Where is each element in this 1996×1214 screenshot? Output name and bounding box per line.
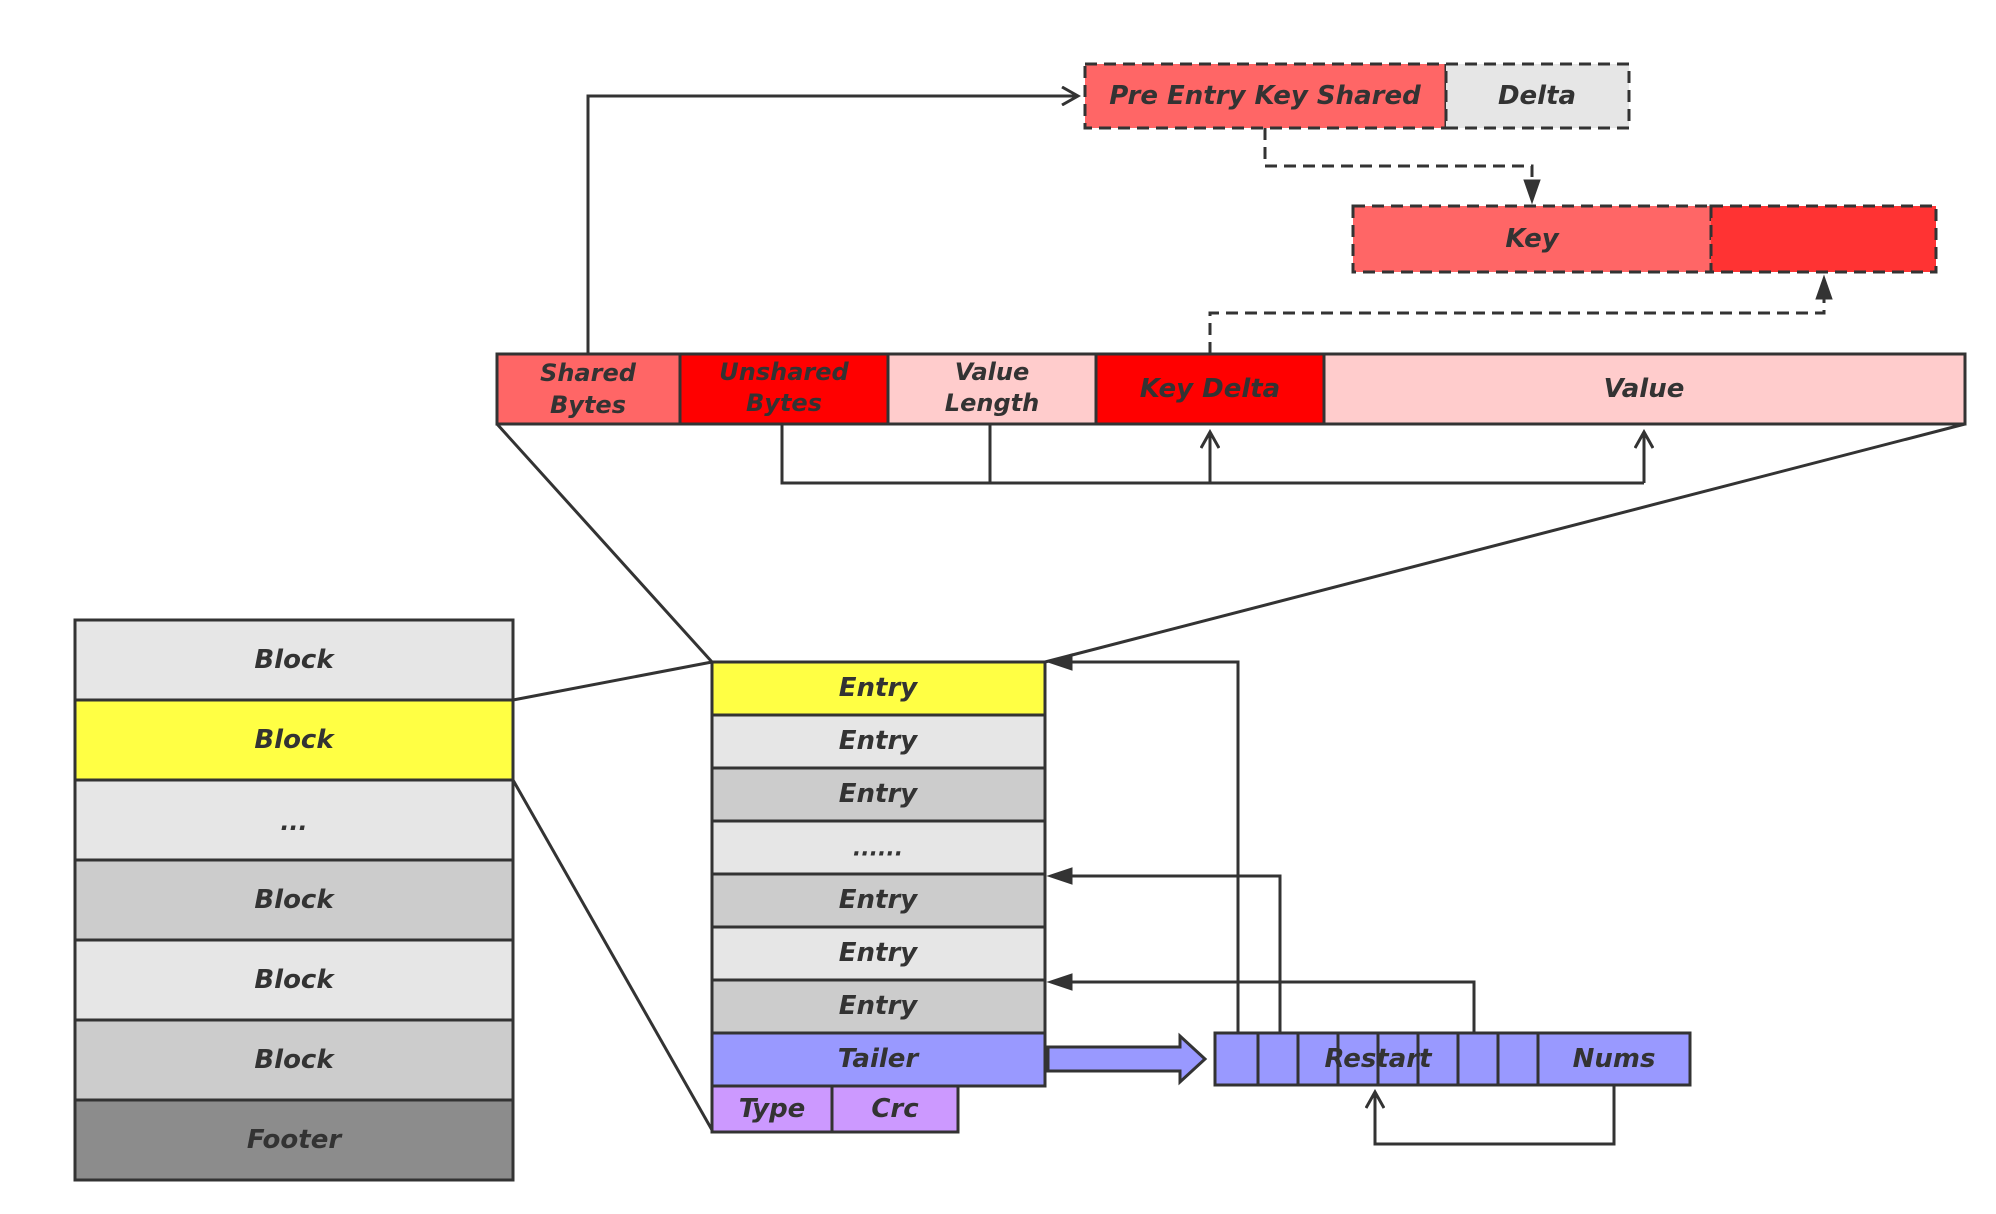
shared-bytes-label-line2: Bytes: [550, 391, 626, 419]
block-label: Block: [254, 725, 335, 755]
tailer-row: Tailer: [710, 1031, 1047, 1088]
entry-row: Entry: [710, 872, 1047, 929]
value-length-field: Value Length: [886, 352, 1098, 426]
sstable-block: Block: [73, 938, 515, 1022]
entry-label: Entry: [839, 885, 919, 915]
sstable-block: Block: [73, 1018, 515, 1102]
value-label: Value: [1604, 374, 1685, 404]
sstable-footer: Footer: [73, 1098, 515, 1182]
crc-label: Crc: [871, 1094, 919, 1124]
footer-label: Footer: [247, 1125, 344, 1155]
entry-row: Entry: [710, 925, 1047, 982]
tailer-label: Tailer: [838, 1044, 921, 1074]
entry-label: Entry: [839, 673, 919, 703]
restart-array: Restart Nums: [1213, 1031, 1692, 1087]
key-assembly-arrows: [1208, 128, 1833, 354]
nums-label: Nums: [1573, 1044, 1656, 1074]
key-reconstruction: Pre Entry Key Shared Delta Key: [1083, 62, 1938, 274]
key-label: Key: [1505, 224, 1559, 254]
unshared-bytes-field: Unshared Bytes: [678, 352, 890, 426]
sstable-block: Block: [73, 618, 515, 702]
tailer-to-restart-arrow: [1046, 1032, 1208, 1086]
crc-cell: Crc: [830, 1084, 960, 1134]
restart-pointers: [1046, 653, 1476, 1033]
nums-to-restart-arrow: [1375, 1085, 1616, 1146]
block-label: Block: [254, 885, 335, 915]
sstable-block-ellipsis: ...: [73, 778, 515, 862]
entry-fields: Shared Bytes Unshared Bytes Value Length…: [495, 352, 1967, 426]
entry-row-ellipsis: ......: [710, 819, 1047, 876]
unshared-bytes-label-line1: Unshared: [719, 358, 849, 386]
entry-row-highlighted: Entry: [710, 660, 1047, 717]
type-cell: Type: [710, 1084, 834, 1134]
restart-label: Restart: [1324, 1044, 1433, 1074]
block-zoom-lines: [511, 660, 714, 1131]
unshared-bytes-label-line2: Bytes: [746, 389, 822, 417]
sstable-block-highlighted: Block: [73, 698, 515, 782]
delta-label: Delta: [1498, 81, 1576, 111]
key-delta-slot: [1709, 204, 1938, 274]
ellipsis-label: ...: [280, 808, 307, 836]
ellipsis-label: ......: [853, 837, 903, 862]
block-entries: Entry Entry Entry ...... Entry Entry Ent…: [710, 660, 1047, 1134]
key-box: Key: [1351, 204, 1713, 274]
entry-label: Entry: [839, 991, 919, 1021]
sstable-blocks: Block Block ... Block Block Block Footer: [73, 618, 515, 1182]
block-label: Block: [254, 645, 335, 675]
value-length-label-line1: Value: [955, 358, 1030, 386]
entry-row: Entry: [710, 978, 1047, 1035]
delta-box: Delta: [1444, 62, 1631, 130]
shared-bytes-field: Shared Bytes: [495, 352, 682, 426]
block-label: Block: [254, 965, 335, 995]
sstable-block: Block: [73, 858, 515, 942]
shared-bytes-label-line1: Shared: [540, 359, 637, 387]
entry-zoom-lines: [495, 422, 1966, 664]
entry-label: Entry: [839, 726, 919, 756]
entry-label: Entry: [839, 938, 919, 968]
block-label: Block: [254, 1045, 335, 1075]
pre-entry-key-shared-label: Pre Entry Key Shared: [1109, 81, 1421, 111]
entry-row: Entry: [710, 713, 1047, 770]
key-delta-field: Key Delta: [1094, 352, 1326, 426]
length-pointer-bracket: [780, 424, 1644, 485]
type-label: Type: [739, 1094, 806, 1124]
key-delta-label: Key Delta: [1140, 374, 1280, 404]
value-length-label-line2: Length: [945, 389, 1039, 417]
entry-row: Entry: [710, 766, 1047, 823]
value-field: Value: [1322, 352, 1967, 426]
shared-bytes-arrow: [586, 96, 1078, 354]
entry-label: Entry: [839, 779, 919, 809]
pre-entry-key-shared-box: Pre Entry Key Shared: [1083, 62, 1448, 130]
